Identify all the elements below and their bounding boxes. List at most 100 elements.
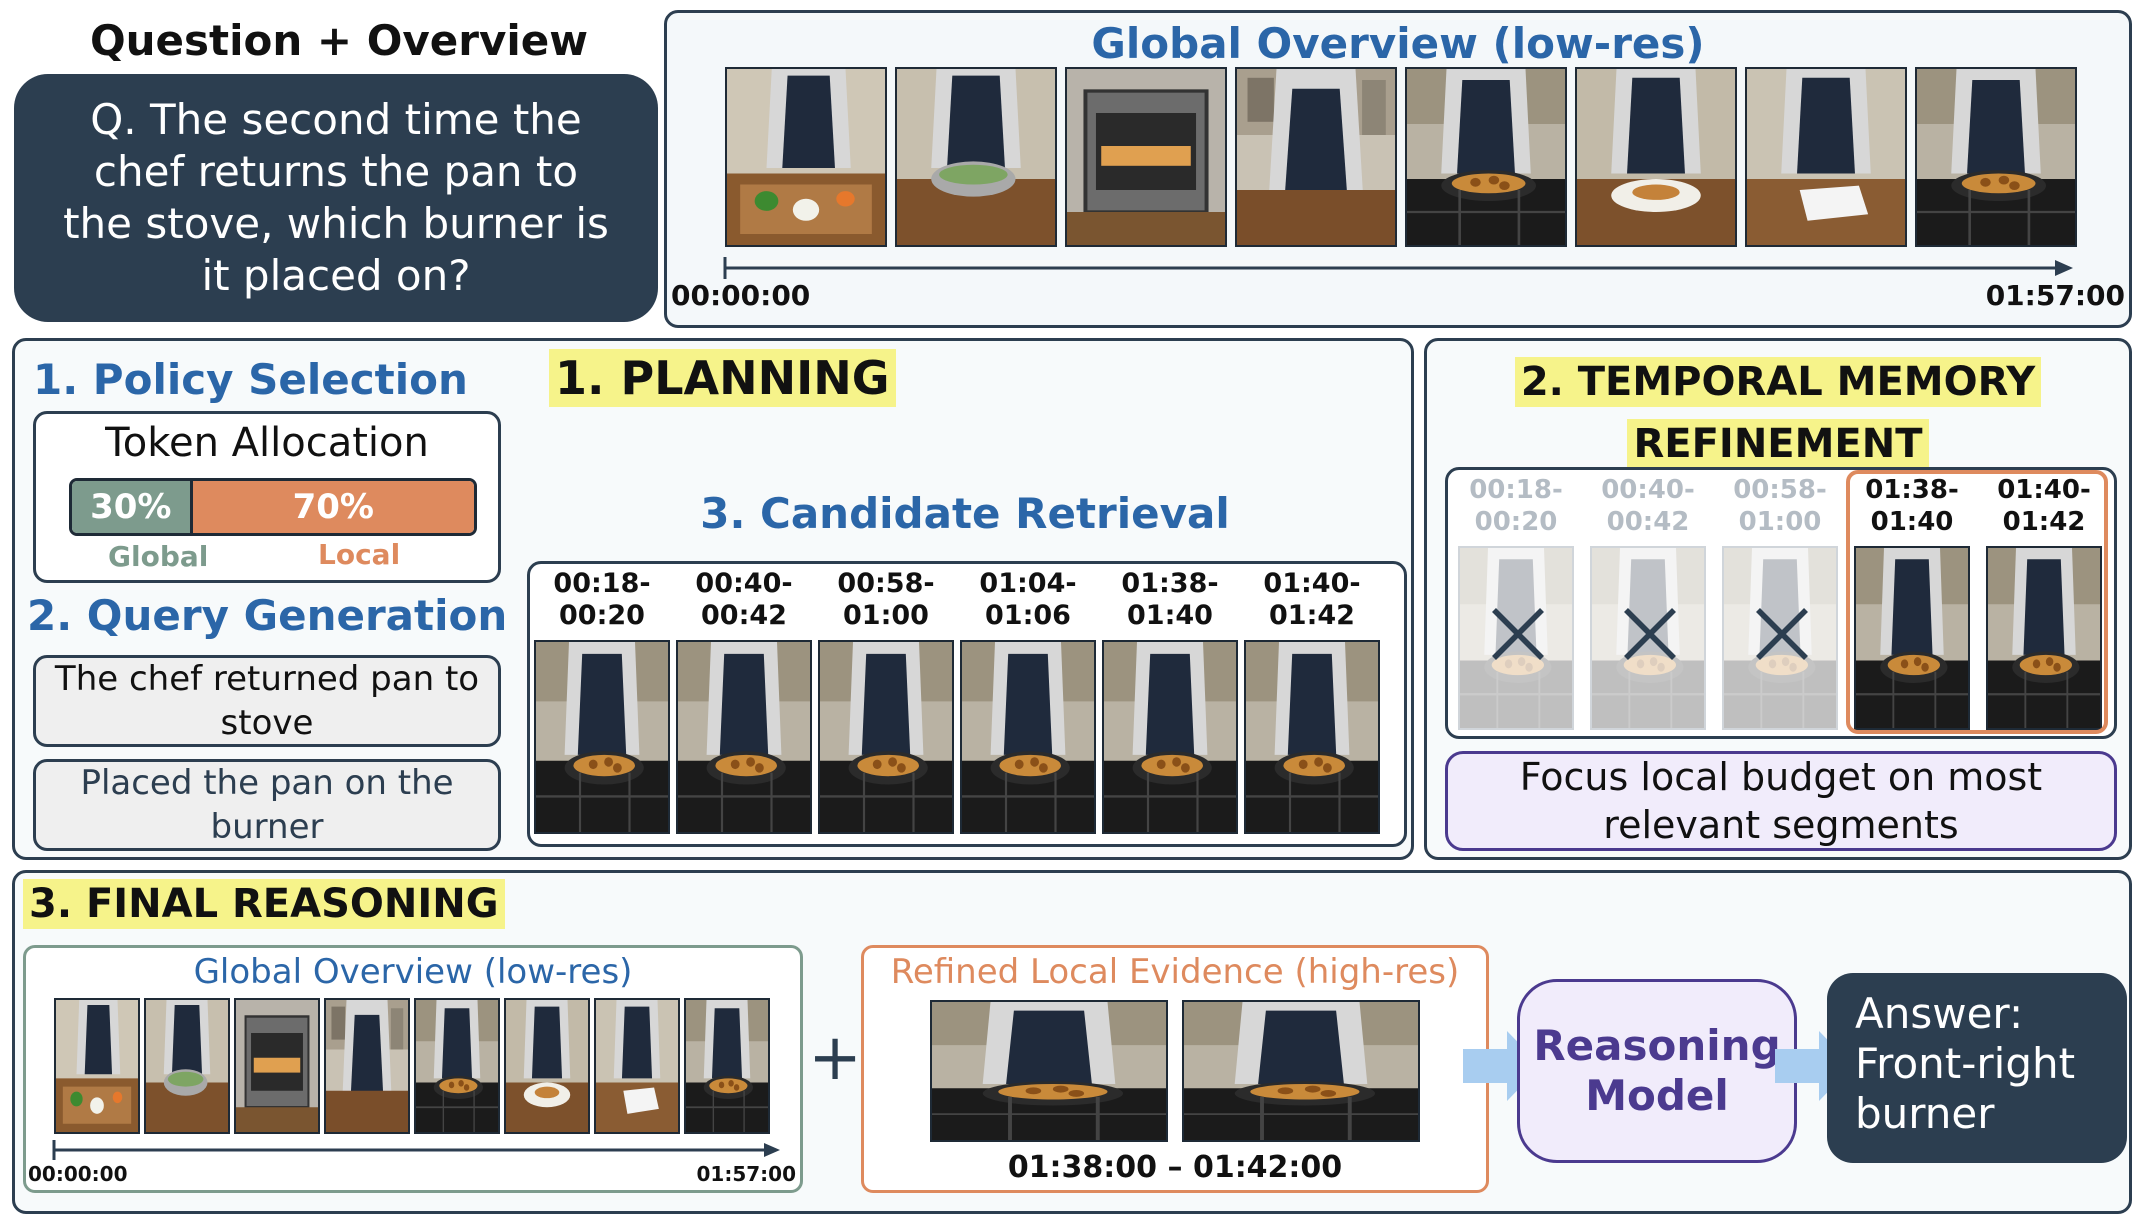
final-local-box: Refined Local Evidence (high-res) 01:38:… bbox=[861, 945, 1489, 1193]
final-timeline-arrow bbox=[52, 1140, 780, 1160]
segment-frame bbox=[1854, 546, 1970, 730]
final-banner-text: 3. FINAL REASONING bbox=[23, 879, 505, 929]
candidate-time-label: 00:58-01:00 bbox=[837, 568, 935, 631]
timeline-arrow bbox=[723, 257, 2073, 279]
answer-line3: burner bbox=[1855, 1089, 1995, 1138]
final-global-frame bbox=[684, 998, 770, 1134]
timeline-end-label: 01:57:00 bbox=[1985, 279, 2125, 312]
candidate-frame bbox=[960, 640, 1096, 834]
global-overview-panel: Global Overview (low-res) 00:00:00 01:57… bbox=[664, 10, 2132, 328]
answer-box: Answer: Front-right burner bbox=[1827, 973, 2127, 1163]
final-global-box: Global Overview (low-res) 00:00:00 01:57… bbox=[23, 945, 803, 1193]
final-global-title: Global Overview (low-res) bbox=[193, 952, 633, 992]
plus-sign: + bbox=[808, 1021, 862, 1095]
overview-frame bbox=[1235, 67, 1397, 247]
final-local-range: 01:38:00 – 01:42:00 bbox=[1007, 1150, 1343, 1185]
question-box: Q. The second time the chef returns the … bbox=[14, 74, 658, 322]
overview-frame bbox=[895, 67, 1057, 247]
candidate-frame bbox=[676, 640, 812, 834]
local-share-segment: 70% bbox=[192, 481, 474, 533]
segment-frame bbox=[1722, 546, 1838, 730]
focus-budget-text: Focus local budget on most relevant segm… bbox=[1519, 755, 2043, 847]
policy-selection-heading: 1. Policy Selection bbox=[33, 355, 468, 404]
local-evidence-frame bbox=[930, 1000, 1168, 1142]
candidate-frame bbox=[534, 640, 670, 834]
token-allocation-box: Token Allocation 30% 70% Global Local bbox=[33, 411, 501, 583]
timeline-start-label: 00:00:00 bbox=[671, 279, 811, 312]
overview-frame bbox=[725, 67, 887, 247]
final-global-frame bbox=[504, 998, 590, 1134]
final-reasoning-panel: 3. FINAL REASONING Global Overview (low-… bbox=[12, 870, 2132, 1214]
memory-banner-line1: 2. TEMPORAL MEMORY bbox=[1514, 357, 2042, 407]
candidate-time-label: 01:40-01:42 bbox=[1263, 568, 1361, 631]
final-timeline-start: 00:00:00 bbox=[28, 1162, 128, 1186]
segment-time-label: 01:38-01:40 bbox=[1865, 475, 1959, 537]
query-box-1: The chef returned pan to stove bbox=[33, 655, 501, 747]
overview-frame-strip bbox=[725, 67, 2077, 247]
planning-banner-text: 1. PLANNING bbox=[549, 349, 896, 407]
local-legend-label: Local bbox=[318, 538, 401, 571]
local-share-label: 70% bbox=[292, 487, 374, 527]
candidate-segment: 01:04-01:06 bbox=[960, 564, 1096, 844]
query-text-2: Placed the pan on the burner bbox=[80, 763, 454, 847]
question-text: Q. The second time the chef returns the … bbox=[63, 95, 609, 300]
segment-frame bbox=[1458, 546, 1574, 730]
final-global-frame bbox=[324, 998, 410, 1134]
final-global-frame bbox=[54, 998, 140, 1134]
memory-banner-line2: REFINEMENT bbox=[1627, 419, 1929, 469]
global-share-segment: 30% bbox=[72, 481, 193, 533]
segment-frame bbox=[1590, 546, 1706, 730]
overview-frame bbox=[1405, 67, 1567, 247]
candidate-segment: 00:18-00:20 bbox=[534, 564, 670, 844]
planning-banner: 1. PLANNING bbox=[549, 349, 896, 407]
global-overview-title: Global Overview (low-res) bbox=[1091, 19, 1705, 68]
x-mark-icon bbox=[1610, 594, 1690, 674]
segment-time-label: 00:40-00:42 bbox=[1601, 475, 1695, 537]
discarded-segment: 00:40-00:42 bbox=[1586, 470, 1710, 736]
kept-segment: 01:40-01:42 bbox=[1982, 470, 2106, 736]
candidate-time-label: 00:18-00:20 bbox=[553, 568, 651, 631]
discarded-segment: 00:18-00:20 bbox=[1454, 470, 1578, 736]
planning-panel: 1. Policy Selection Token Allocation 30%… bbox=[12, 338, 1414, 860]
final-global-frame bbox=[234, 998, 320, 1134]
candidate-time-label: 01:04-01:06 bbox=[979, 568, 1077, 631]
segment-time-label: 00:18-00:20 bbox=[1469, 475, 1563, 537]
discarded-segment: 00:58-01:00 bbox=[1718, 470, 1842, 736]
token-allocation-bar: 30% 70% bbox=[69, 478, 477, 536]
candidate-retrieval-heading: 3. Candidate Retrieval bbox=[700, 489, 1230, 538]
memory-banner: 2. TEMPORAL MEMORY REFINEMENT bbox=[1427, 355, 2129, 479]
final-global-strip bbox=[54, 998, 774, 1134]
overview-frame bbox=[1065, 67, 1227, 247]
segment-time-label: 01:40-01:42 bbox=[1997, 475, 2091, 537]
final-timeline-end: 01:57:00 bbox=[696, 1162, 797, 1186]
candidate-frame bbox=[1102, 640, 1238, 834]
token-allocation-title: Token Allocation bbox=[105, 420, 429, 466]
reasoning-model-line1: Reasoning bbox=[1533, 1021, 1781, 1070]
candidate-frame bbox=[1244, 640, 1380, 834]
reasoning-model-box: Reasoning Model bbox=[1517, 979, 1797, 1163]
question-overview-title: Question + Overview bbox=[89, 16, 589, 65]
query-generation-heading: 2. Query Generation bbox=[27, 591, 508, 640]
segment-time-label: 00:58-01:00 bbox=[1733, 475, 1827, 537]
reasoning-model-line2: Model bbox=[1585, 1071, 1729, 1120]
final-global-frame bbox=[144, 998, 230, 1134]
memory-segments-box: 00:18-00:20 00:40-00:42 00:58-01:00 01:38-0… bbox=[1445, 467, 2117, 739]
final-global-frame bbox=[414, 998, 500, 1134]
overview-frame bbox=[1745, 67, 1907, 247]
x-mark-icon bbox=[1742, 594, 1822, 674]
final-local-title: Refined Local Evidence (high-res) bbox=[890, 952, 1460, 992]
local-evidence-frame bbox=[1182, 1000, 1420, 1142]
candidate-segment: 01:38-01:40 bbox=[1102, 564, 1238, 844]
kept-segment: 01:38-01:40 bbox=[1850, 470, 1974, 736]
candidate-time-label: 01:38-01:40 bbox=[1121, 568, 1219, 631]
candidate-segment: 01:40-01:42 bbox=[1244, 564, 1380, 844]
overview-frame bbox=[1915, 67, 2077, 247]
focus-budget-box: Focus local budget on most relevant segm… bbox=[1445, 751, 2117, 851]
answer-line2: Front-right bbox=[1855, 1039, 2076, 1088]
query-box-2: Placed the pan on the burner bbox=[33, 759, 501, 851]
query-text-1: The chef returned pan to stove bbox=[54, 659, 480, 743]
segment-frame bbox=[1986, 546, 2102, 730]
answer-line1: Answer: bbox=[1855, 989, 2024, 1038]
